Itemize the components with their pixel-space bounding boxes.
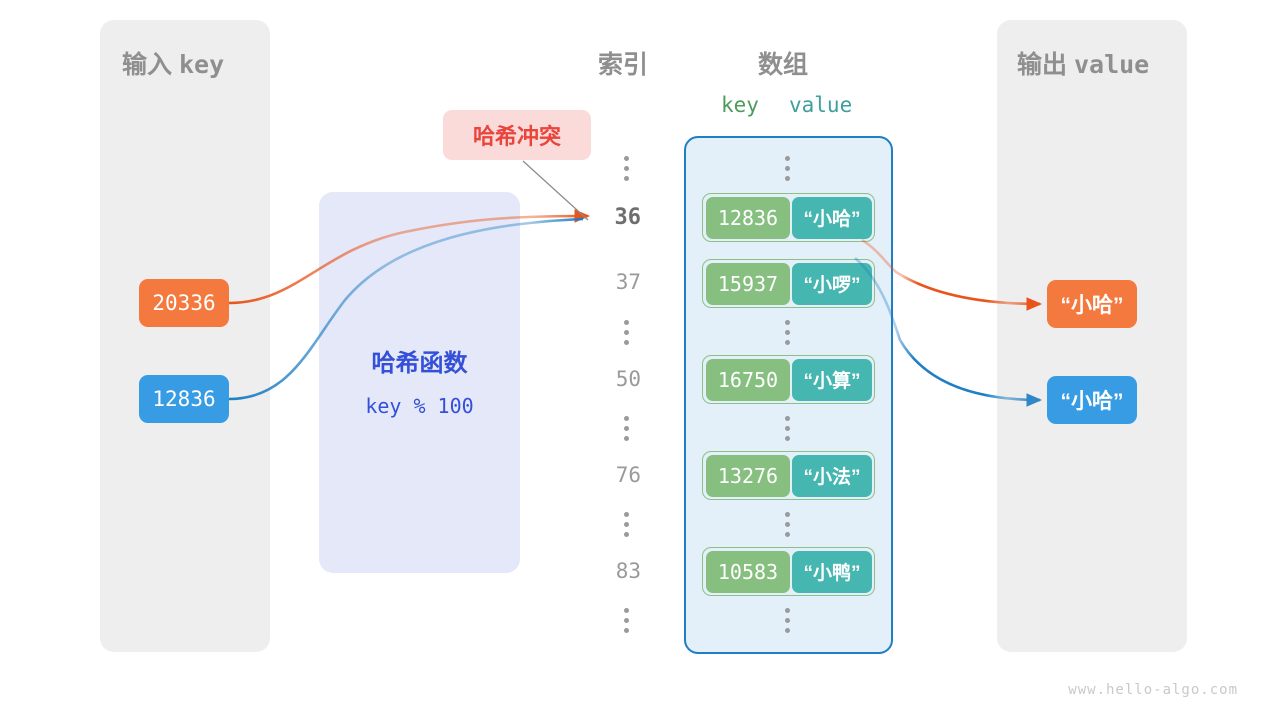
value-subheader: value [789, 93, 853, 117]
input-key-12836[interactable]: 12836 [139, 375, 229, 423]
bucket-cell-50[interactable]: 16750 “小算” [702, 355, 875, 404]
input-key-20336[interactable]: 20336 [139, 279, 229, 327]
bucket-value-76: “小法” [792, 454, 872, 497]
index-label-83: 83 [615, 559, 641, 583]
bucket-key-36: 12836 [705, 196, 791, 239]
output-panel [997, 20, 1187, 652]
collision-callout: 哈希冲突 [443, 110, 591, 160]
bucket-key-83: 10583 [705, 550, 791, 593]
output-title-cn: 输出 [1017, 51, 1068, 79]
index-ellipsis-4 [624, 512, 630, 542]
array-ellipsis-bottom [785, 608, 791, 638]
bucket-value-36: “小哈” [792, 196, 872, 239]
input-panel [100, 20, 270, 652]
input-title-code: key [178, 50, 225, 79]
output-title-code: value [1073, 50, 1150, 79]
array-ellipsis-2 [785, 320, 791, 350]
index-ellipsis-bottom [624, 608, 630, 638]
index-ellipsis-3 [624, 416, 630, 446]
input-panel-title: 输入 key [122, 45, 224, 81]
array-ellipsis-4 [785, 512, 791, 542]
bucket-cell-37[interactable]: 15937 “小啰” [702, 259, 875, 308]
output-value-a[interactable]: “小哈” [1047, 280, 1137, 328]
index-label-37: 37 [615, 270, 641, 294]
hash-function-box [319, 192, 520, 573]
hash-function-formula: key % 100 [365, 394, 474, 418]
bucket-cell-76[interactable]: 13276 “小法” [702, 451, 875, 500]
bucket-key-50: 16750 [705, 358, 791, 401]
index-column-header: 索引 [598, 51, 649, 79]
index-label-76: 76 [615, 463, 641, 487]
watermark: www.hello-algo.com [1068, 682, 1238, 698]
bucket-value-50: “小算” [792, 358, 872, 401]
output-value-b[interactable]: “小哈” [1047, 376, 1137, 424]
bucket-value-83: “小鸭” [792, 550, 872, 593]
array-column-header: 数组 [758, 51, 809, 79]
index-label-50: 50 [615, 367, 641, 391]
index-label-36: 36 [614, 205, 642, 230]
array-ellipsis-top [785, 156, 791, 186]
bucket-key-76: 13276 [705, 454, 791, 497]
index-ellipsis-top [624, 156, 630, 186]
hash-function-title: 哈希函数 [371, 350, 468, 377]
array-ellipsis-3 [785, 416, 791, 446]
bucket-cell-36[interactable]: 12836 “小哈” [702, 193, 875, 242]
bucket-key-37: 15937 [705, 262, 791, 305]
index-ellipsis-2 [624, 320, 630, 350]
bucket-cell-83[interactable]: 10583 “小鸭” [702, 547, 875, 596]
input-title-cn: 输入 [122, 51, 173, 79]
key-subheader: key [721, 93, 759, 117]
bucket-value-37: “小啰” [792, 262, 872, 305]
output-panel-title: 输出 value [1017, 45, 1149, 81]
